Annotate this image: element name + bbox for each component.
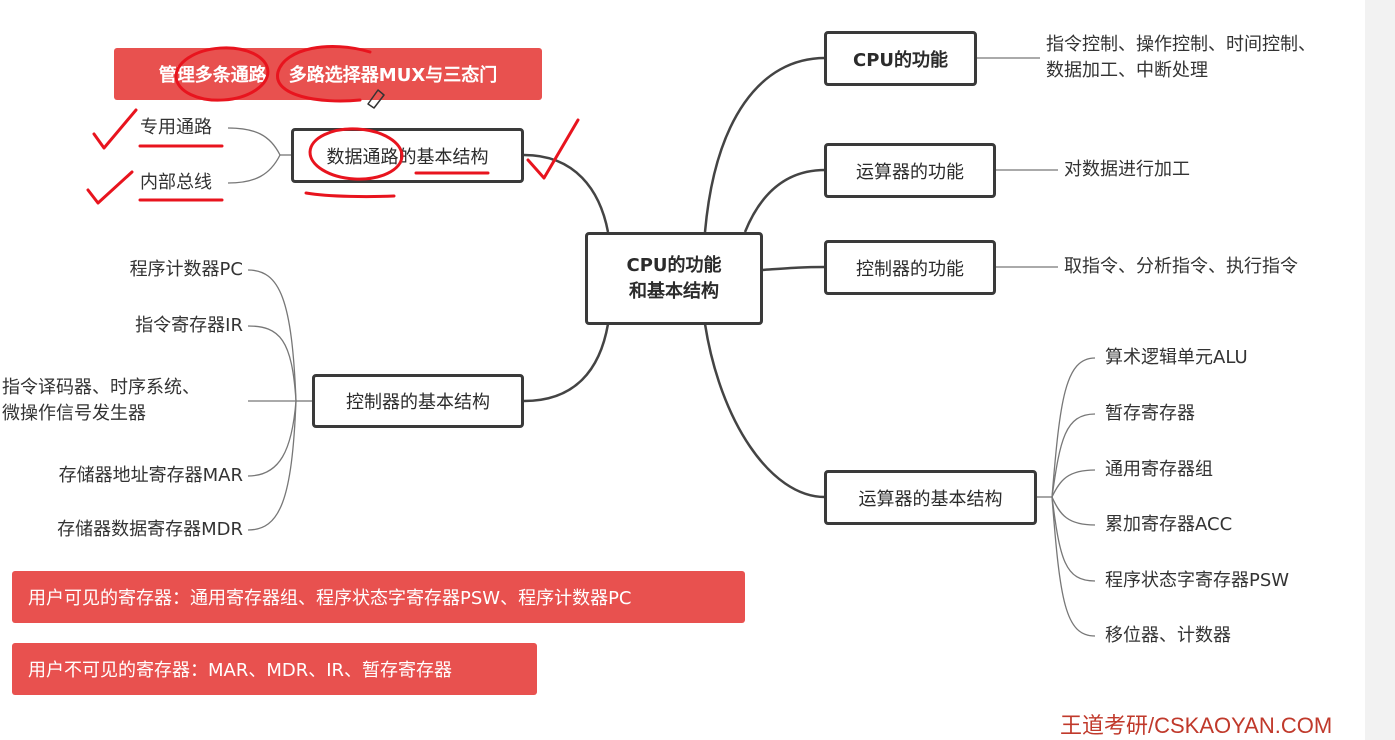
note-visible-registers: 用户可见的寄存器：通用寄存器组、程序状态字寄存器PSW、程序计数器PC [12,571,745,623]
alu-function-detail: 对数据进行加工 [1064,159,1190,180]
center-node[interactable]: CPU的功能 和基本结构 [585,232,763,325]
datapath-structure-node[interactable]: 数据通路的基本结构 [291,128,524,183]
alu-structure-node[interactable]: 运算器的基本结构 [824,470,1037,525]
note-invisible-registers: 用户不可见的寄存器：MAR、MDR、IR、暂存寄存器 [12,643,537,695]
alu-item-psw: 程序状态字寄存器PSW [1105,570,1290,591]
scrollbar-track[interactable] [1365,0,1395,740]
control-item-ir: 指令寄存器IR [135,315,243,336]
cpu-function-node[interactable]: CPU的功能 [824,31,977,86]
control-item-mdr: 存储器数据寄存器MDR [57,519,243,540]
datapath-item-dedicated: 专用通路 [140,117,212,138]
note-multiplexing: 管理多条通路多路选择器MUX与三态门 [114,48,542,100]
controller-function-detail: 取指令、分析指令、执行指令 [1064,256,1298,277]
alu-item-shifter-counter: 移位器、计数器 [1105,625,1231,646]
control-item-pc: 程序计数器PC [129,259,243,280]
controller-function-node[interactable]: 控制器的功能 [824,240,996,295]
control-item-decoder: 指令译码器、时序系统、 微操作信号发生器 [2,377,200,424]
control-item-mar: 存储器地址寄存器MAR [58,465,243,486]
alu-item-acc: 累加寄存器ACC [1105,514,1233,535]
controller-structure-node[interactable]: 控制器的基本结构 [312,374,524,428]
alu-item-general-registers: 通用寄存器组 [1105,459,1213,480]
cpu-function-detail: 指令控制、操作控制、时间控制、 数据加工、中断处理 [1046,34,1316,81]
datapath-item-internal-bus: 内部总线 [140,172,212,193]
alu-function-node[interactable]: 运算器的功能 [824,143,996,198]
footer-brand: 王道考研/CSKAOYAN.COM [1060,713,1333,738]
alu-item-temp-register: 暂存寄存器 [1105,403,1195,424]
alu-item-alu: 算术逻辑单元ALU [1105,347,1248,368]
